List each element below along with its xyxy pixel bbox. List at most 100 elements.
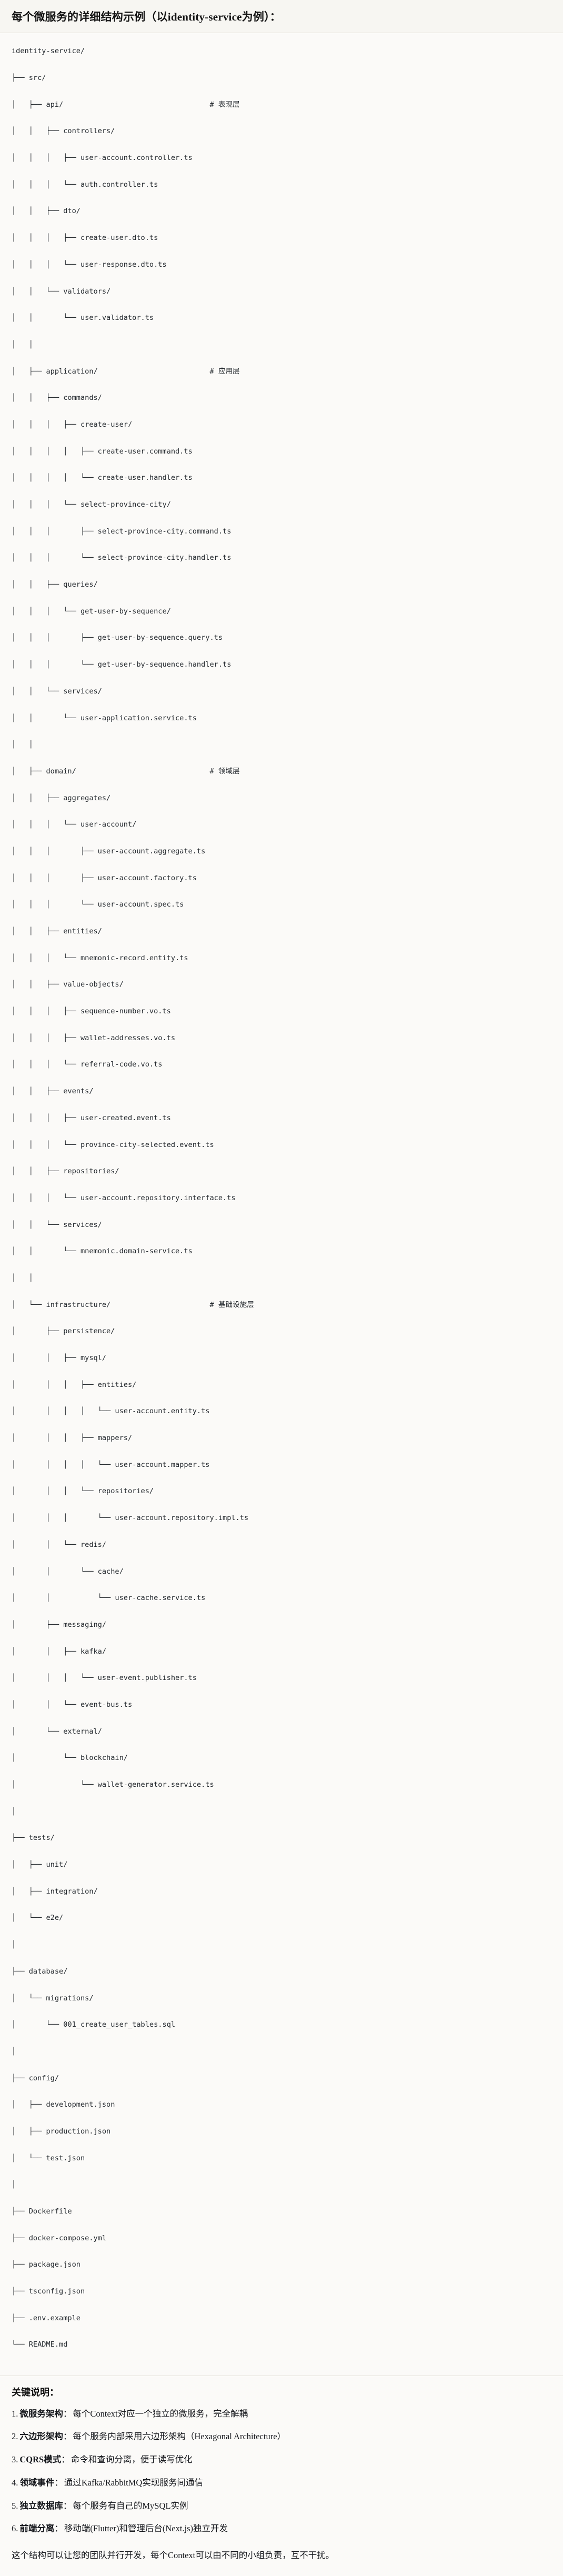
tree-line-path: ├── package.json [12, 2260, 81, 2269]
key-note-separator: ： [63, 2431, 72, 2442]
tree-line: │ │ │ ├── user-account.aggregate.ts [12, 845, 551, 858]
tree-line-path: │ └── blockchain/ [12, 1754, 128, 1763]
tree-line-path: │ │ │ └── get-user-by-sequence/ [12, 607, 171, 616]
tree-line: │ │ ├── commands/ [12, 391, 551, 405]
tree-line-path: │ │ │ └── province-city-selected.event.t… [12, 1140, 214, 1149]
tree-line-path: │ │ │ └── user-account.repository.impl.t… [12, 1514, 249, 1523]
tree-line-path: │ │ │ ├── user-created.event.ts [12, 1113, 171, 1122]
tree-line-path: ├── tests/ [12, 1834, 55, 1843]
tree-line: │ [12, 1938, 551, 1951]
tree-line-comment: # 表现层 [209, 100, 240, 109]
tree-line: ├── database/ [12, 1965, 551, 1978]
tree-line-path: │ │ │ └── user-account.spec.ts [12, 900, 184, 909]
tree-line-path: │ │ │ ├── create-user.dto.ts [12, 234, 158, 243]
tree-line-path: │ │ ├── entities/ [12, 927, 102, 936]
tree-line: │ [12, 1805, 551, 1818]
tree-line: │ └── test.json [12, 2152, 551, 2165]
tree-line: │ │ ├── value-objects/ [12, 978, 551, 991]
tree-line: ├── tests/ [12, 1832, 551, 1845]
key-note-number: 5. [12, 2500, 18, 2511]
tree-line-path: │ │ │ │ └── create-user.handler.ts [12, 474, 193, 482]
tree-line: │ │ ├── entities/ [12, 925, 551, 938]
tree-line-path: │ │ │ ├── user-account.aggregate.ts [12, 847, 206, 856]
tree-line: identity-service/ [12, 45, 551, 58]
tree-line-path: │ └── 001_create_user_tables.sql [12, 2020, 175, 2029]
key-note-description: 每个服务有自己的MySQL实例 [73, 2500, 188, 2511]
key-note-description: 命令和查询分离，便于读写优化 [71, 2454, 193, 2465]
tree-line-path: └── README.md [12, 2340, 68, 2349]
tree-line-path: │ │ ├── value-objects/ [12, 980, 124, 989]
tree-line-path: │ │ ├── controllers/ [12, 127, 115, 136]
tree-line: │ │ │ ├── create-user/ [12, 418, 551, 431]
tree-line-path: │ │ └── user.validator.ts [12, 314, 154, 323]
tree-line: │ │ │ └── mnemonic-record.entity.ts [12, 952, 551, 965]
key-note-description: 每个Context对应一个独立的微服务，完全解耦 [73, 2408, 248, 2419]
tree-line: │ │ ├── dto/ [12, 205, 551, 218]
tree-line: │ │ └── user-cache.service.ts [12, 1592, 551, 1605]
tree-line-path: │ │ │ └── user-event.publisher.ts [12, 1674, 197, 1683]
tree-line-path: │ │ └── validators/ [12, 287, 111, 296]
tree-line: │ │ └── services/ [12, 1219, 551, 1232]
tree-line-path: │ │ │ └── get-user-by-sequence.handler.t… [12, 660, 232, 669]
tree-line: │ │ │ └── user-account.repository.impl.t… [12, 1512, 551, 1525]
tree-line-path: │ │ └── redis/ [12, 1540, 107, 1549]
tree-line: │ │ ├── controllers/ [12, 125, 551, 138]
tree-line-path: │ │ ├── events/ [12, 1087, 94, 1096]
tree-line: │ │ └── event-bus.ts [12, 1698, 551, 1712]
tree-line: │ │ │ └── select-province-city.handler.t… [12, 551, 551, 565]
tree-line-path: ├── src/ [12, 74, 46, 83]
tree-line-path: ├── .env.example [12, 2313, 81, 2322]
key-notes-title: 关键说明： [12, 2387, 59, 2398]
tree-line-path: │ │ │ │ ├── create-user.command.ts [12, 447, 193, 456]
closing-note: 这个结构可以让您的团队并行开发，每个Context可以由不同的小组负责，互不干扰… [12, 2550, 335, 2561]
tree-line: │ ├── unit/ [12, 1858, 551, 1871]
key-note-term: 前端分离 [19, 2523, 55, 2534]
tree-line-path: │ │ │ └── user-account/ [12, 820, 137, 829]
tree-line-path: │ │ │ └── user-account.repository.interf… [12, 1193, 236, 1202]
tree-line: │ │ ├── kafka/ [12, 1645, 551, 1658]
tree-line: │ │ └── user-application.service.ts [12, 712, 551, 725]
tree-line: │ │ └── cache/ [12, 1565, 551, 1578]
key-note-item: 4.领域事件：通过Kafka/RabbitMQ实现服务间通信 [12, 2477, 551, 2490]
tree-line: │ │ │ ├── sequence-number.vo.ts [12, 1005, 551, 1018]
tree-line-path: │ │ ├── mysql/ [12, 1354, 107, 1363]
tree-line: │ ├── api/ # 表现层 [12, 98, 551, 112]
tree-line-path: │ │ │ └── user-response.dto.ts [12, 260, 167, 269]
key-note-term: 独立数据库 [19, 2500, 63, 2511]
document-header: 每个微服务的详细结构示例（以identity-service为例）： [0, 0, 563, 34]
tree-line: │ │ │ │ ├── create-user.command.ts [12, 445, 551, 458]
tree-line-path: │ ├── integration/ [12, 1887, 98, 1896]
tree-line: │ │ │ └── auth.controller.ts [12, 178, 551, 192]
tree-line-path: │ [12, 2180, 16, 2189]
tree-line-path: │ │ │ │ └── user-account.mapper.ts [12, 1460, 210, 1469]
tree-line: │ │ │ ├── user-account.controller.ts [12, 152, 551, 165]
tree-line-path: │ │ │ ├── user-account.factory.ts [12, 873, 197, 882]
tree-line: │ │ │ └── province-city-selected.event.t… [12, 1139, 551, 1152]
tree-line: │ └── blockchain/ [12, 1752, 551, 1765]
tree-line-path: │ │ │ └── select-province-city.handler.t… [12, 554, 232, 562]
tree-line-path: │ │ ├── aggregates/ [12, 793, 111, 802]
tree-line-path: │ └── wallet-generator.service.ts [12, 1780, 214, 1789]
tree-line: │ │ ├── aggregates/ [12, 792, 551, 805]
tree-line-path: │ │ └── cache/ [12, 1567, 124, 1576]
tree-line: │ │ └── redis/ [12, 1538, 551, 1552]
tree-line: │ ├── messaging/ [12, 1618, 551, 1632]
tree-line: │ │ ├── queries/ [12, 578, 551, 591]
tree-line-path: │ │ │ └── repositories/ [12, 1487, 154, 1496]
key-note-number: 6. [12, 2523, 18, 2534]
page-title: 每个微服务的详细结构示例（以identity-service为例）： [12, 11, 281, 23]
key-note-item: 1.微服务架构：每个Context对应一个独立的微服务，完全解耦 [12, 2408, 551, 2421]
tree-line: │ └── wallet-generator.service.ts [12, 1778, 551, 1792]
tree-line: │ └── infrastructure/ # 基础设施层 [12, 1299, 551, 1312]
tree-line-path: │ │ │ ├── user-account.controller.ts [12, 154, 193, 163]
tree-line-path: │ │ [12, 1273, 33, 1282]
tree-line-path: ├── Dockerfile [12, 2207, 72, 2216]
tree-line: │ │ [12, 338, 551, 351]
key-note-separator: ： [54, 2477, 63, 2488]
tree-line: ├── .env.example [12, 2312, 551, 2325]
tree-line: │ │ ├── mysql/ [12, 1352, 551, 1365]
tree-line: │ │ [12, 1272, 551, 1285]
tree-line: │ ├── application/ # 应用层 [12, 365, 551, 378]
tree-line: │ │ │ └── get-user-by-sequence.handler.t… [12, 658, 551, 671]
